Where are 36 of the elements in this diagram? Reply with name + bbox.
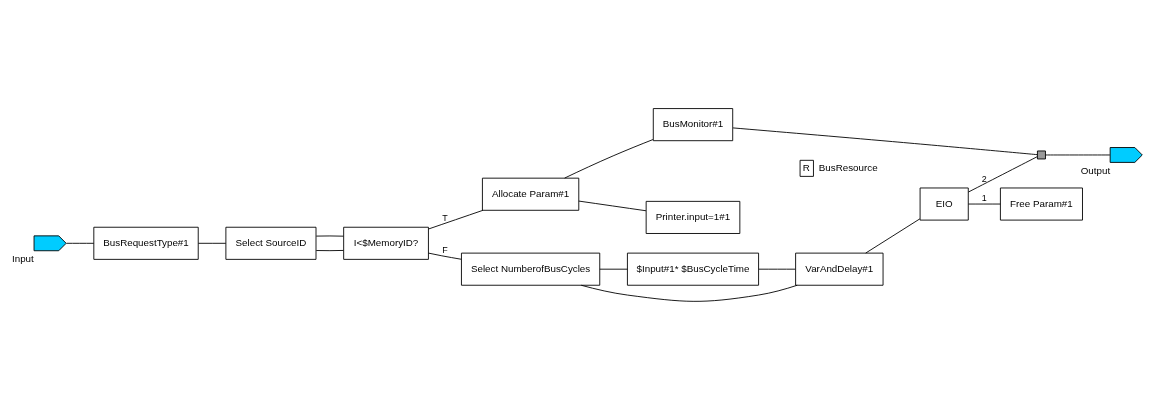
- connector: [580, 284, 798, 302]
- connector: [578, 200, 647, 211]
- node-label: Output: [1080, 164, 1111, 176]
- node-box: Select NumberofBusCycles: [461, 252, 601, 286]
- node-box: Select SourceID: [225, 226, 317, 260]
- node-box: EIO: [919, 187, 969, 221]
- connector: [315, 249, 344, 251]
- connector: [599, 268, 628, 270]
- connector: [564, 138, 654, 178]
- connector: [968, 155, 1038, 192]
- node-box: $Input#1* $BusCycleTime: [626, 252, 760, 286]
- node-box: I<$MemoryID?: [343, 226, 429, 260]
- connector: [428, 209, 484, 229]
- edge-label: 1: [981, 192, 987, 203]
- node-label: BusResource: [818, 161, 878, 173]
- connector: [315, 235, 344, 237]
- connector: [66, 242, 95, 244]
- connector: [865, 217, 921, 254]
- connector: [732, 126, 1038, 155]
- node-box: BusRequestType#1: [93, 226, 199, 260]
- connector: [197, 242, 227, 244]
- node-box: Free Param#1: [999, 187, 1083, 221]
- node-box: Printer.input=1#1: [645, 200, 741, 234]
- node-box: R: [799, 159, 814, 177]
- edge-label: T: [442, 212, 448, 223]
- node-box: Allocate Param#1: [481, 177, 580, 211]
- node-box: BusMonitor#1: [652, 107, 734, 141]
- connector: [758, 268, 796, 270]
- connector: [1045, 154, 1111, 155]
- connector: [968, 203, 1001, 204]
- connector: [428, 252, 462, 260]
- node-label: Input: [11, 252, 34, 264]
- edge-label: 2: [981, 173, 987, 184]
- edge-label: F: [442, 244, 448, 255]
- node-box: [1037, 150, 1046, 159]
- node-box: VarAndDelay#1: [795, 252, 884, 286]
